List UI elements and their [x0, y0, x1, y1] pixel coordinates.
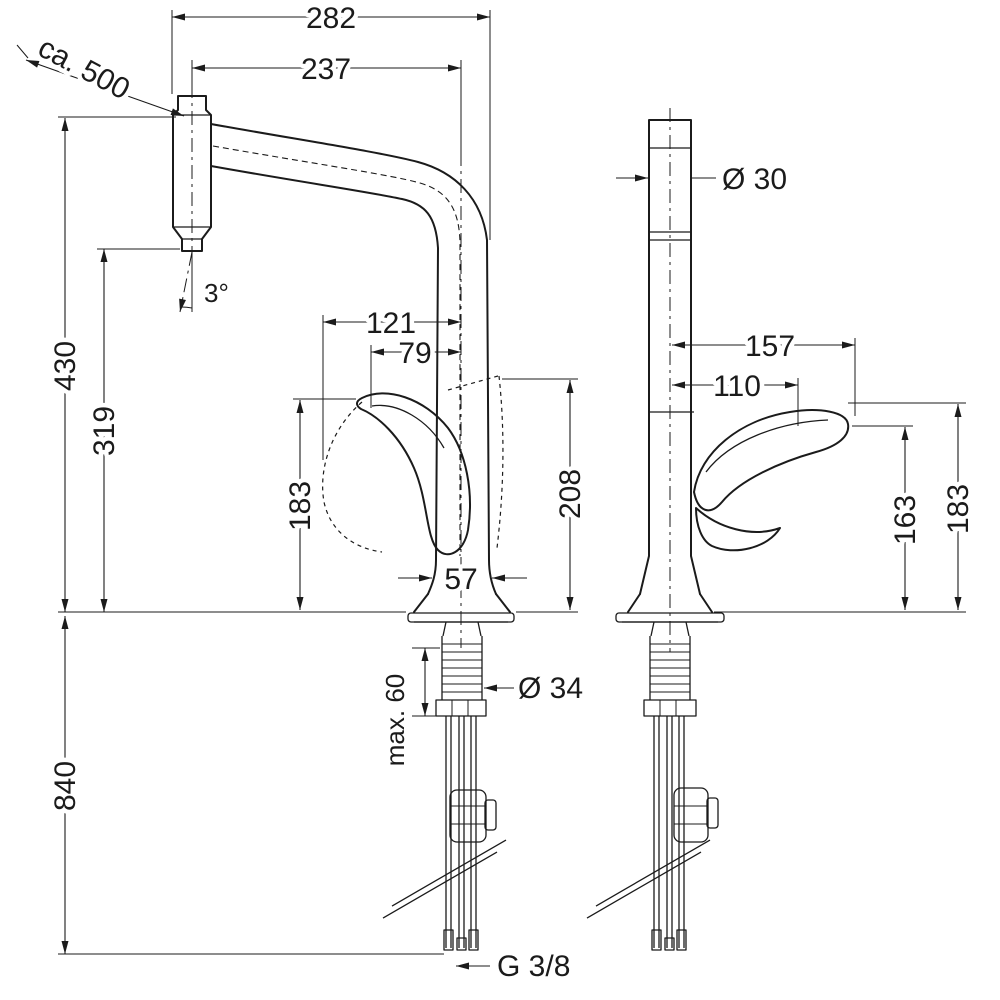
handle-front-outline [693, 409, 850, 512]
side-view: 3° 282 237 ca. 500 430 [16, 0, 592, 988]
break-lines-front [586, 839, 711, 919]
dim-57: 57 [398, 559, 527, 601]
dim-121: 121 [322, 303, 461, 460]
dim-79: 79 [370, 333, 461, 408]
supply-hoses [445, 716, 477, 948]
break-lines [382, 839, 507, 919]
dim-183-side-label: 183 [284, 481, 317, 531]
dim-121-label: 121 [366, 307, 416, 340]
dim-g38: G 3/8 [456, 946, 575, 988]
dim-d30-label: Ø 30 [722, 163, 787, 196]
under-counter-side [382, 636, 507, 951]
handle-lowered-ghost [322, 401, 383, 553]
dim-110-label: 110 [713, 370, 761, 403]
dim-840: 840 [45, 616, 444, 955]
dim-237: 237 [191, 49, 462, 158]
dim-208: 208 [502, 378, 592, 610]
dim-g38-label: G 3/8 [497, 950, 570, 983]
dim-319-label: 319 [88, 406, 121, 456]
handle-side-outline [356, 392, 471, 556]
spout-outline [210, 123, 497, 595]
handle-front [693, 409, 850, 552]
dim-d30: Ø 30 [616, 159, 792, 201]
dim-ca500: ca. 500 [16, 27, 185, 117]
base-front [615, 593, 725, 637]
dim-110: 110 [672, 366, 799, 426]
dim-183-front: 183 [848, 402, 980, 610]
handle-raised-ghost [447, 375, 499, 391]
angle-detail: 3° [179, 251, 233, 313]
column-front [639, 108, 701, 652]
dim-3deg-label: 3° [204, 278, 229, 308]
handle-side [322, 375, 504, 556]
dim-163: 163 [852, 425, 927, 610]
under-counter-front [586, 636, 719, 951]
dim-237-label: 237 [301, 53, 351, 86]
base-side [407, 593, 515, 637]
mounting-nut-front [643, 699, 697, 717]
dim-79-label: 79 [398, 337, 431, 370]
dim-840-label: 840 [49, 761, 82, 811]
dim-319: 319 [84, 248, 180, 612]
dim-183-side: 183 [280, 398, 356, 610]
pullout-hose-hidden [212, 145, 461, 556]
spout [210, 123, 497, 648]
front-view: Ø 30 157 110 163 183 [586, 108, 980, 951]
mounting-nut [435, 699, 487, 717]
spray-head [172, 84, 212, 262]
dim-208-label: 208 [554, 469, 587, 519]
dim-430: 430 [45, 116, 176, 612]
dim-ca500-label: ca. 500 [33, 31, 135, 106]
dim-282-label: 282 [306, 2, 356, 35]
dim-430-label: 430 [49, 341, 82, 391]
dim-max60-label: max. 60 [380, 674, 410, 767]
dim-157-label: 157 [745, 330, 795, 363]
dim-183-front-label: 183 [942, 484, 975, 534]
dim-d34-label: Ø 34 [518, 672, 583, 705]
dim-157: 157 [672, 326, 856, 416]
dim-282: 282 [171, 0, 491, 240]
dim-163-label: 163 [889, 495, 922, 545]
supply-hoses-front [653, 716, 685, 948]
hose-connector [449, 789, 487, 843]
dim-57-label: 57 [444, 563, 477, 596]
dim-max60: max. 60 [376, 647, 440, 771]
dim-d34: Ø 34 [484, 668, 588, 710]
hose-connector-front [673, 787, 709, 843]
